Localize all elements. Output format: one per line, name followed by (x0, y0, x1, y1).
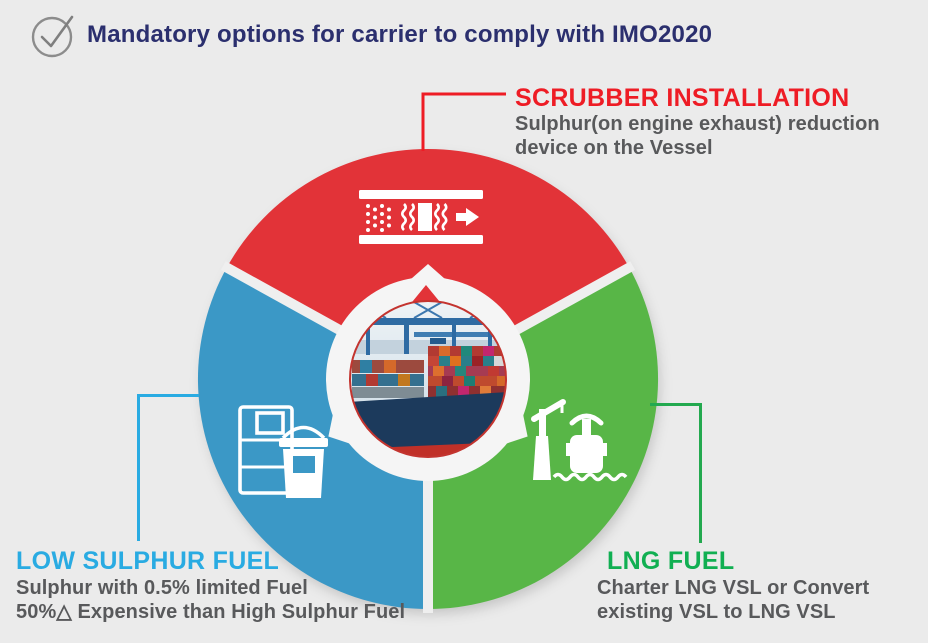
lng-crane-vessel-icon (531, 399, 628, 482)
page-title: Mandatory options for carrier to comply … (87, 21, 713, 48)
low-sulphur-line-2: 50%△ Expensive than High Sulphur Fuel (16, 601, 406, 623)
low-sulphur-heading: LOW SULPHUR FUEL (16, 547, 280, 575)
callout-low-sulphur: LOW SULPHUR FUEL Sulphur with 0.5% limit… (16, 547, 405, 624)
scrubber-filter-icon (359, 190, 483, 244)
container-stacks (352, 346, 506, 398)
check-icon (31, 15, 74, 58)
lng-heading: LNG FUEL (607, 547, 735, 575)
lng-line-2: existing VSL to LNG VSL (597, 601, 836, 623)
low-sulphur-connector-line (137, 394, 199, 541)
lng-connector-line (650, 403, 702, 543)
low-sulphur-line-1: Sulphur with 0.5% limited Fuel (16, 577, 308, 599)
ship-hull (350, 392, 506, 456)
scrubber-connector-line (421, 92, 506, 151)
lng-line-1: Charter LNG VSL or Convert (597, 577, 870, 599)
scrubber-heading: SCRUBBER INSTALLATION (515, 84, 850, 112)
callout-scrubber: SCRUBBER INSTALLATION Sulphur(on engine … (515, 84, 880, 160)
scrubber-line-1: Sulphur(on engine exhaust) reduction (515, 113, 880, 135)
scrubber-line-2: device on the Vessel (515, 136, 713, 159)
callout-lng: LNG FUEL Charter LNG VSL or Convert exis… (597, 547, 869, 624)
fuel-drums-icon (238, 405, 328, 498)
